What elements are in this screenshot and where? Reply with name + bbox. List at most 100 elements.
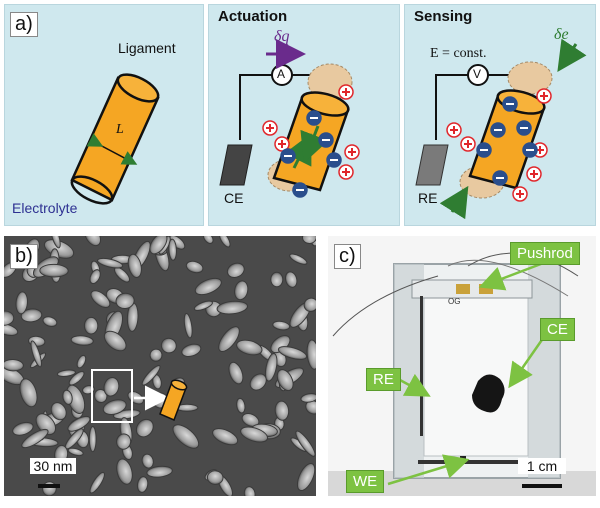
- mini-ligament: [159, 379, 188, 421]
- sem-ligament: [15, 291, 28, 315]
- sem-ligament: [276, 369, 294, 392]
- re-label: RE: [418, 190, 438, 206]
- sem-ligament: [183, 313, 193, 339]
- we-photo-label: WE: [346, 470, 385, 493]
- sem-ligament: [296, 462, 316, 492]
- sem-ligament: [243, 486, 256, 496]
- sem-ligament: [67, 415, 91, 432]
- sem-ligament: [193, 300, 213, 311]
- scale-bar-c: [522, 484, 562, 488]
- sem-ligament: [135, 418, 154, 438]
- sem-ligament: [277, 346, 308, 360]
- electrolyte-label: Electrolyte: [12, 200, 78, 216]
- sem-ligament: [115, 292, 135, 310]
- e-const-label: E = const.: [430, 46, 487, 61]
- ce-photo-label: CE: [540, 318, 575, 341]
- sem-ligament: [236, 339, 263, 356]
- sem-ligament: [234, 280, 249, 301]
- re-photo-label: RE: [366, 368, 401, 391]
- scale-bar-b: [38, 484, 60, 488]
- sem-ligament: [70, 335, 94, 346]
- sem-texture: [4, 236, 316, 496]
- length-label: L: [116, 122, 124, 137]
- sem-ligament: [146, 465, 173, 478]
- scale-label-b: 30 nm: [30, 458, 76, 474]
- delta-q-label: δq: [274, 28, 290, 45]
- sem-ligament: [50, 402, 67, 421]
- sem-ligament: [19, 378, 38, 408]
- sem-ligament: [302, 236, 316, 245]
- sem-ligament: [50, 236, 61, 249]
- sem-ligament: [272, 320, 291, 331]
- sem-ligament: [88, 426, 97, 453]
- sem-ligament: [270, 271, 284, 288]
- delta-e-label: δe: [554, 26, 569, 43]
- sem-ligament: [168, 238, 177, 261]
- voltmeter-label: V: [473, 67, 482, 81]
- sem-ligament: [249, 373, 267, 391]
- sem-ligament: [206, 470, 224, 485]
- ion-markers: [262, 84, 552, 202]
- sem-ligament: [68, 370, 85, 386]
- sem-ligament: [67, 447, 84, 457]
- sem-ligament: [76, 354, 87, 369]
- sem-ligament: [194, 277, 222, 296]
- sem-ligament: [136, 476, 149, 493]
- actuation-title: Actuation: [218, 8, 288, 25]
- sem-ligament: [212, 428, 239, 446]
- sensing-title: Sensing: [414, 8, 473, 25]
- sem-ligament: [172, 424, 200, 449]
- ligament-cylinder: [70, 73, 160, 205]
- sem-ligament: [116, 458, 133, 485]
- sem-ligament: [89, 471, 105, 494]
- sem-ligament: [12, 421, 34, 436]
- sem-ligament: [303, 297, 316, 313]
- sem-ligament: [149, 236, 168, 255]
- we-arrow: [387, 454, 470, 486]
- panel-c-label: c): [334, 244, 361, 269]
- sem-ligament: [4, 358, 24, 372]
- sem-ligament: [149, 348, 163, 362]
- sem-ligament: [284, 271, 298, 288]
- sem-ligament: [21, 428, 49, 449]
- ligament-label: Ligament: [118, 40, 176, 56]
- re-arrow: [399, 373, 431, 397]
- expansion-arrow-down: [300, 125, 329, 164]
- og-mark: OG: [448, 297, 460, 306]
- delta-e-arrow-bottom: [439, 185, 469, 220]
- sem-ligament: [97, 257, 124, 269]
- ammeter-label: A: [277, 67, 286, 81]
- sem-ligament: [127, 253, 142, 278]
- sem-ligament: [218, 326, 240, 352]
- sem-ligament: [103, 330, 127, 352]
- sensing-cylinder: [459, 61, 553, 199]
- sem-ligament: [160, 337, 177, 354]
- sem-ligament: [202, 236, 214, 244]
- sem-ligament: [116, 433, 132, 450]
- re-electrode: [415, 144, 449, 186]
- sem-ligament: [141, 365, 161, 386]
- sem-ligament: [89, 269, 101, 285]
- sem-ligament: [295, 430, 316, 457]
- sem-ligament: [20, 308, 43, 323]
- sem-ligament: [300, 393, 316, 403]
- panel-a-label: a): [10, 12, 38, 37]
- sem-ligament: [181, 343, 202, 357]
- sem-ligament: [103, 376, 120, 397]
- panel-b-label: b): [10, 244, 38, 269]
- sem-ligament: [30, 340, 42, 368]
- sem-ligament: [56, 369, 76, 377]
- sem-ligament: [218, 236, 231, 248]
- sem-ligament: [228, 361, 244, 385]
- sem-ligament: [62, 389, 73, 405]
- ce-electrode: [219, 144, 253, 186]
- sem-ligament: [84, 236, 101, 247]
- sem-ligament: [241, 413, 260, 427]
- sem-ligament: [35, 413, 57, 436]
- ce-arrow: [508, 333, 548, 389]
- sem-ligament: [39, 263, 69, 278]
- delta-e-arrow-top: [557, 38, 587, 72]
- pushrod-label: Pushrod: [510, 242, 580, 265]
- sem-ligament: [102, 399, 127, 415]
- sem-ligament: [90, 290, 111, 308]
